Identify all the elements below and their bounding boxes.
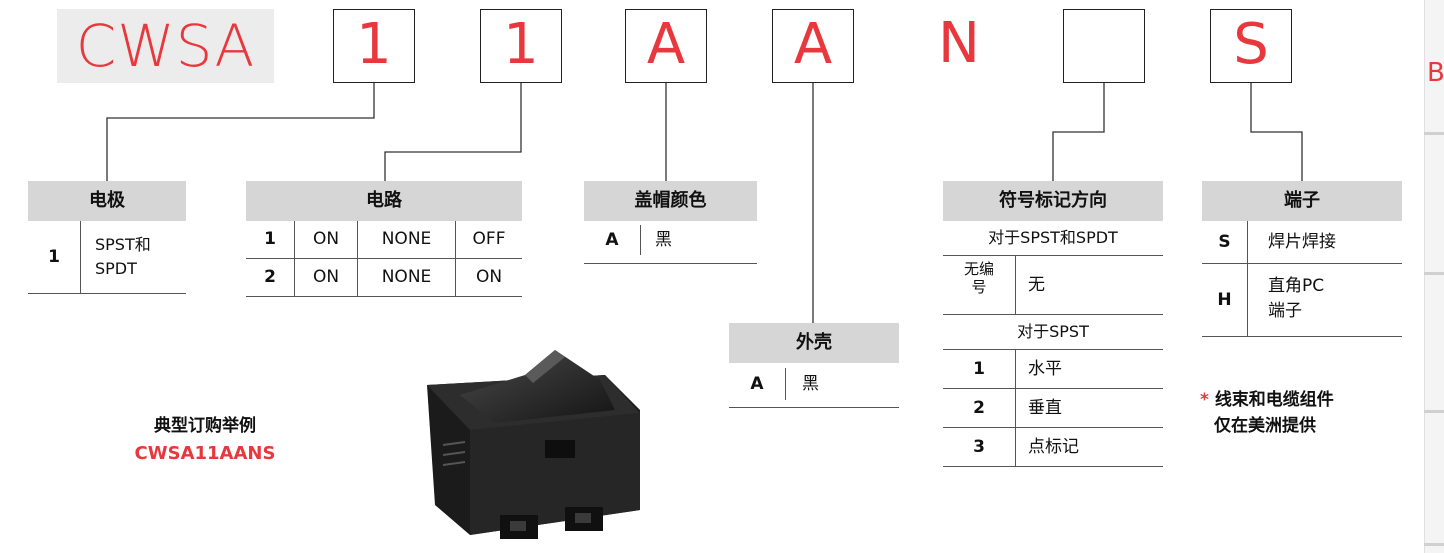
- code-slot-circuit: 1: [480, 9, 562, 83]
- table-row: 1 SPST和 SPDT: [28, 221, 186, 294]
- terminal-code: H: [1202, 264, 1248, 336]
- connector-circuit: [384, 83, 522, 181]
- order-example: 典型订购举例 CWSA11AANS: [100, 412, 310, 468]
- circuit-code: 1: [246, 221, 295, 258]
- circuit-cell: OFF: [472, 229, 506, 249]
- table-row: 1 水平: [943, 350, 1163, 389]
- electrode-desc-line2: SPDT: [95, 259, 137, 278]
- rocker-switch-image: [427, 350, 640, 539]
- circuit-cell: NONE: [358, 221, 456, 258]
- code-slot-electrode: 1: [333, 9, 415, 83]
- order-example-code: CWSA11AANS: [134, 443, 276, 464]
- connector-terminal: [1250, 83, 1303, 181]
- housing-title: 外壳: [729, 323, 899, 363]
- housing-code: A: [729, 368, 786, 400]
- table-row: H 直角PC 端子: [1202, 264, 1402, 337]
- terminal-desc: 焊片焊接: [1268, 232, 1336, 252]
- terminal-desc-line2: 端子: [1268, 301, 1302, 321]
- marking-none-code-line2: 号: [971, 278, 987, 296]
- marking-desc: 水平: [1028, 359, 1062, 379]
- table-row: 3 点标记: [943, 428, 1163, 467]
- footnote-line1: 线束和电缆组件: [1214, 390, 1334, 410]
- code-slot-terminal: S: [1210, 9, 1292, 83]
- terminal-table: 端子 S 焊片焊接 H 直角PC 端子: [1202, 181, 1402, 337]
- electrode-title: 电极: [28, 181, 186, 221]
- side-tab-divider: [1424, 272, 1444, 275]
- marking-subheader-spst-spdt: 对于SPST和SPDT: [943, 221, 1163, 256]
- marking-table: 符号标记方向 对于SPST和SPDT 无编 号 无 对于SPST 1 水平 2 …: [943, 181, 1163, 467]
- side-tab-letter: B: [1427, 58, 1444, 88]
- marking-none-code-line1: 无编: [963, 260, 994, 278]
- marking-desc: 垂直: [1028, 398, 1062, 418]
- cap-color-code: A: [584, 225, 641, 255]
- terminal-title: 端子: [1202, 181, 1402, 221]
- table-row: A 黑: [729, 363, 899, 408]
- order-example-label: 典型订购举例: [154, 416, 256, 436]
- housing-desc: 黑: [802, 374, 819, 394]
- connector-electrode: [106, 83, 375, 181]
- code-prefix: CWSA: [57, 9, 274, 83]
- electrode-table: 电极 1 SPST和 SPDT: [28, 181, 186, 294]
- marking-code: 2: [943, 389, 1016, 427]
- footnote-star: *: [1200, 390, 1209, 410]
- footnote-line2: 仅在美洲提供: [1214, 416, 1316, 436]
- table-row: 1 ON NONE OFF: [246, 221, 522, 259]
- circuit-code: 2: [246, 259, 295, 296]
- circuit-cell: NONE: [358, 259, 456, 296]
- terminal-desc-line1: 直角PC: [1268, 276, 1325, 296]
- connector-marking: [1052, 83, 1105, 181]
- housing-table: 外壳 A 黑: [729, 323, 899, 408]
- marking-code: 3: [943, 428, 1016, 466]
- marking-code: 1: [943, 350, 1016, 388]
- electrode-code: 1: [28, 221, 81, 293]
- code-slot-marking: [1063, 9, 1145, 83]
- circuit-title: 电路: [246, 181, 522, 221]
- code-slot-cap-color: A: [625, 9, 707, 83]
- marking-title: 符号标记方向: [943, 181, 1163, 221]
- cap-color-desc: 黑: [655, 230, 672, 250]
- footnote: * 线束和电缆组件 仅在美洲提供: [1200, 387, 1334, 439]
- side-tab-divider: [1424, 132, 1444, 135]
- marking-subheader-spst: 对于SPST: [943, 315, 1163, 350]
- code-slot-fixed-n: N: [938, 11, 980, 76]
- circuit-cell: ON: [475, 267, 503, 287]
- side-tab-divider: [1424, 543, 1444, 546]
- table-row: 2 垂直: [943, 389, 1163, 428]
- marking-none-desc: 无: [1028, 275, 1045, 295]
- table-row: 无编 号 无: [943, 256, 1163, 315]
- side-tab: [1424, 0, 1444, 553]
- circuit-table: 电路 1 ON NONE OFF 2 ON NONE ON: [246, 181, 522, 297]
- side-tab-divider: [1424, 410, 1444, 413]
- code-slot-housing: A: [772, 9, 854, 83]
- table-row: S 焊片焊接: [1202, 221, 1402, 264]
- circuit-cell: ON: [295, 259, 358, 296]
- marking-desc: 点标记: [1028, 437, 1079, 457]
- table-row: A 黑: [584, 221, 757, 264]
- electrode-desc-line1: SPST和: [95, 235, 151, 254]
- cap-color-table: 盖帽颜色 A 黑: [584, 181, 757, 264]
- cap-color-title: 盖帽颜色: [584, 181, 757, 221]
- table-row: 2 ON NONE ON: [246, 259, 522, 297]
- circuit-cell: ON: [295, 221, 358, 258]
- terminal-code: S: [1202, 221, 1248, 263]
